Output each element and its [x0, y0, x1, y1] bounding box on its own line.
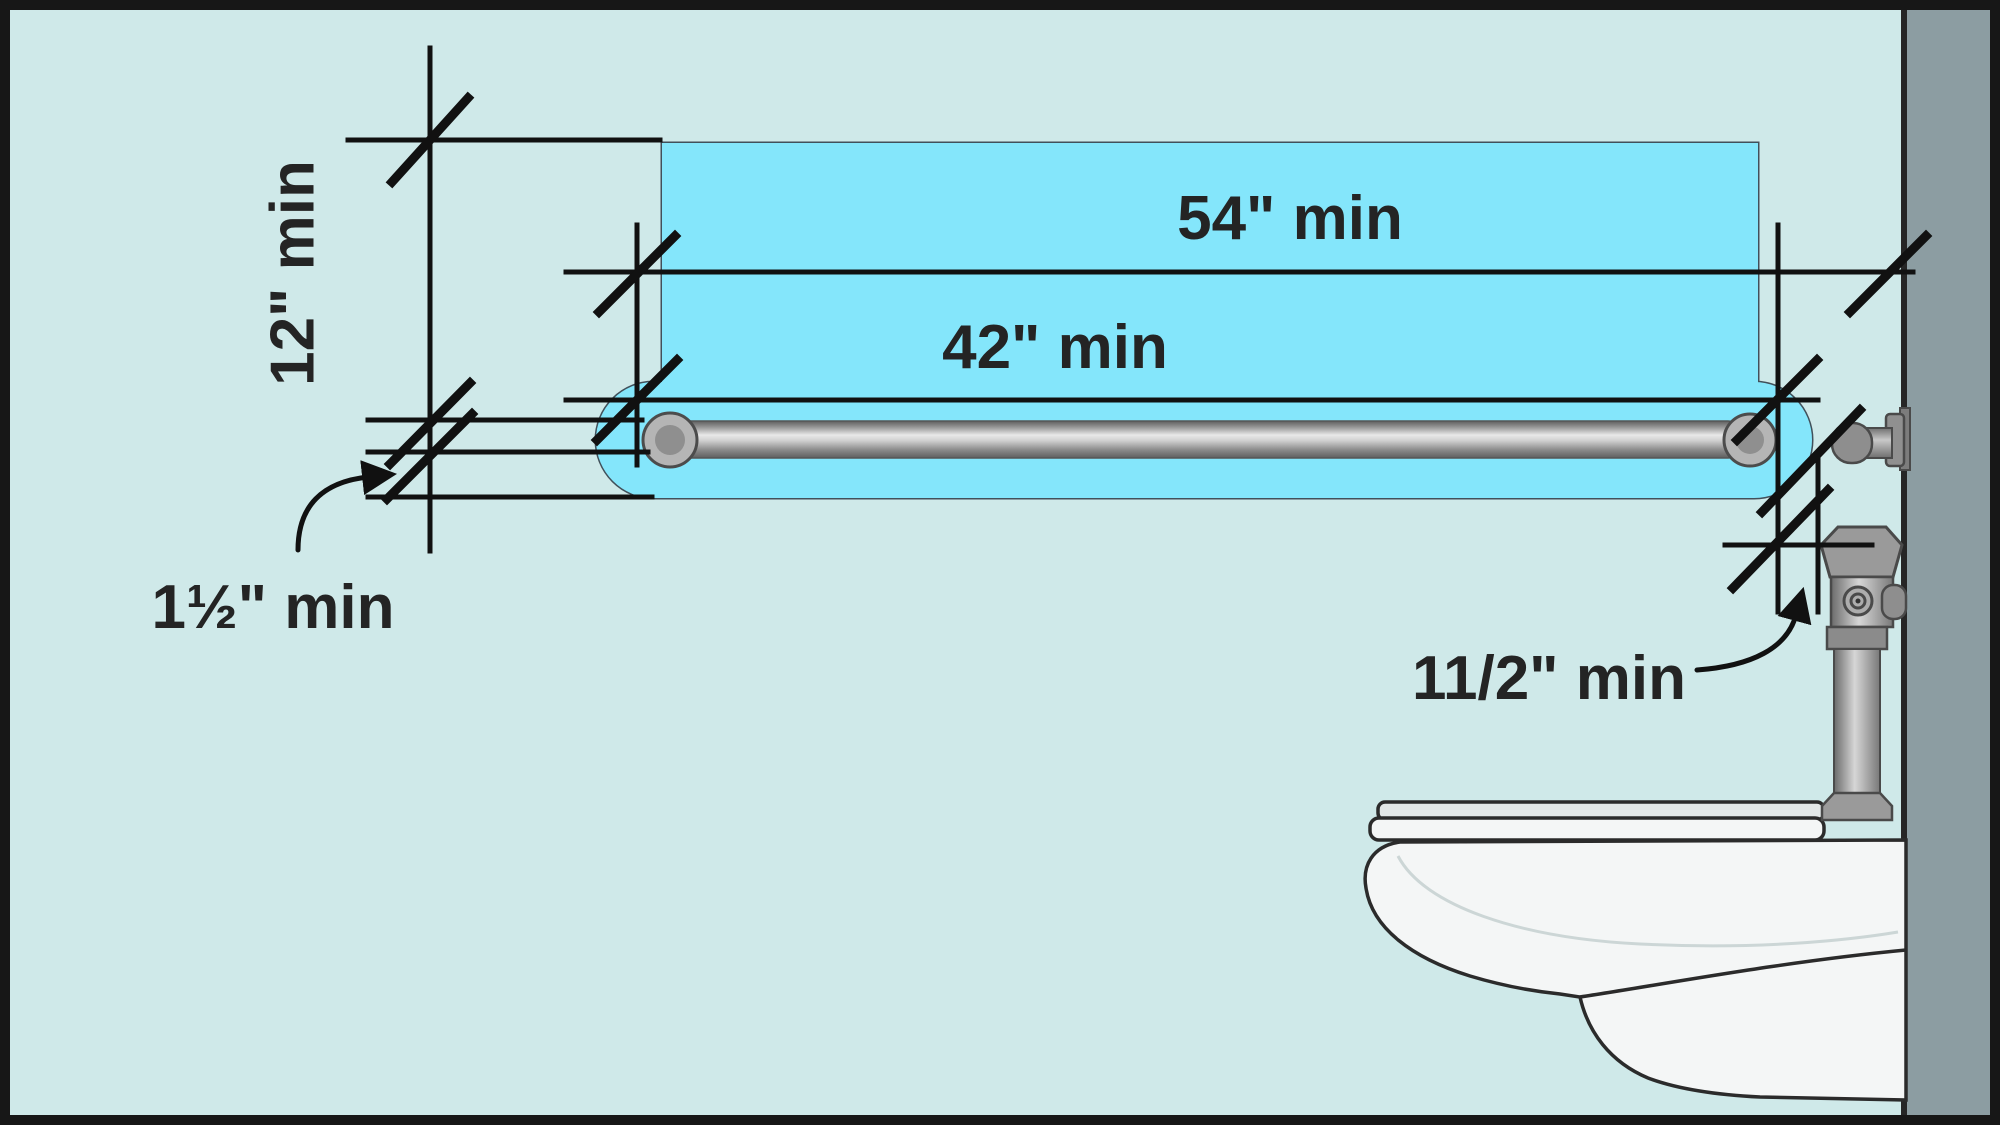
- hatch-mark: [1726, 483, 1835, 595]
- label-12-min: 12" min: [259, 160, 328, 386]
- label-42-min: 42" min: [942, 313, 1168, 382]
- label-1-half-min: 1½" min: [151, 573, 394, 642]
- flush-pipe: [1833, 648, 1881, 795]
- leader-arrow-left: [295, 460, 397, 553]
- toilet-bowl: [1363, 838, 1908, 1102]
- hatch-mark: [1755, 403, 1867, 519]
- flush-valve: [1819, 407, 1911, 822]
- hatch-mark: [590, 353, 684, 447]
- leader-arrow-right: [1694, 586, 1812, 673]
- hatch-mark: [1730, 353, 1824, 447]
- toilet-bowl-highlight: [1396, 855, 1899, 948]
- hatch-mark: [385, 91, 475, 189]
- valve-wall-connector: [1880, 583, 1908, 621]
- toilet-bowl-seam: [1579, 948, 1907, 999]
- toilet-seat: [1368, 816, 1826, 842]
- dimension-lines: [345, 45, 1916, 615]
- rear-wall: [1901, 0, 1992, 1125]
- grab-bar-tube: [667, 420, 1747, 459]
- hatch-mark: [592, 229, 682, 319]
- label-valve-gap-min: 11/2" min: [1412, 644, 1686, 713]
- grab-bar: [641, 411, 1778, 469]
- hatch-marks: [380, 91, 1933, 595]
- hatch-mark: [380, 407, 479, 506]
- valve-cap: [1819, 525, 1904, 579]
- hatch-mark: [383, 376, 477, 471]
- hatch-mark: [1843, 229, 1933, 319]
- pipe-taper: [1820, 791, 1894, 822]
- label-54-min: 54" min: [1177, 184, 1403, 253]
- pipe-collar: [1825, 625, 1889, 651]
